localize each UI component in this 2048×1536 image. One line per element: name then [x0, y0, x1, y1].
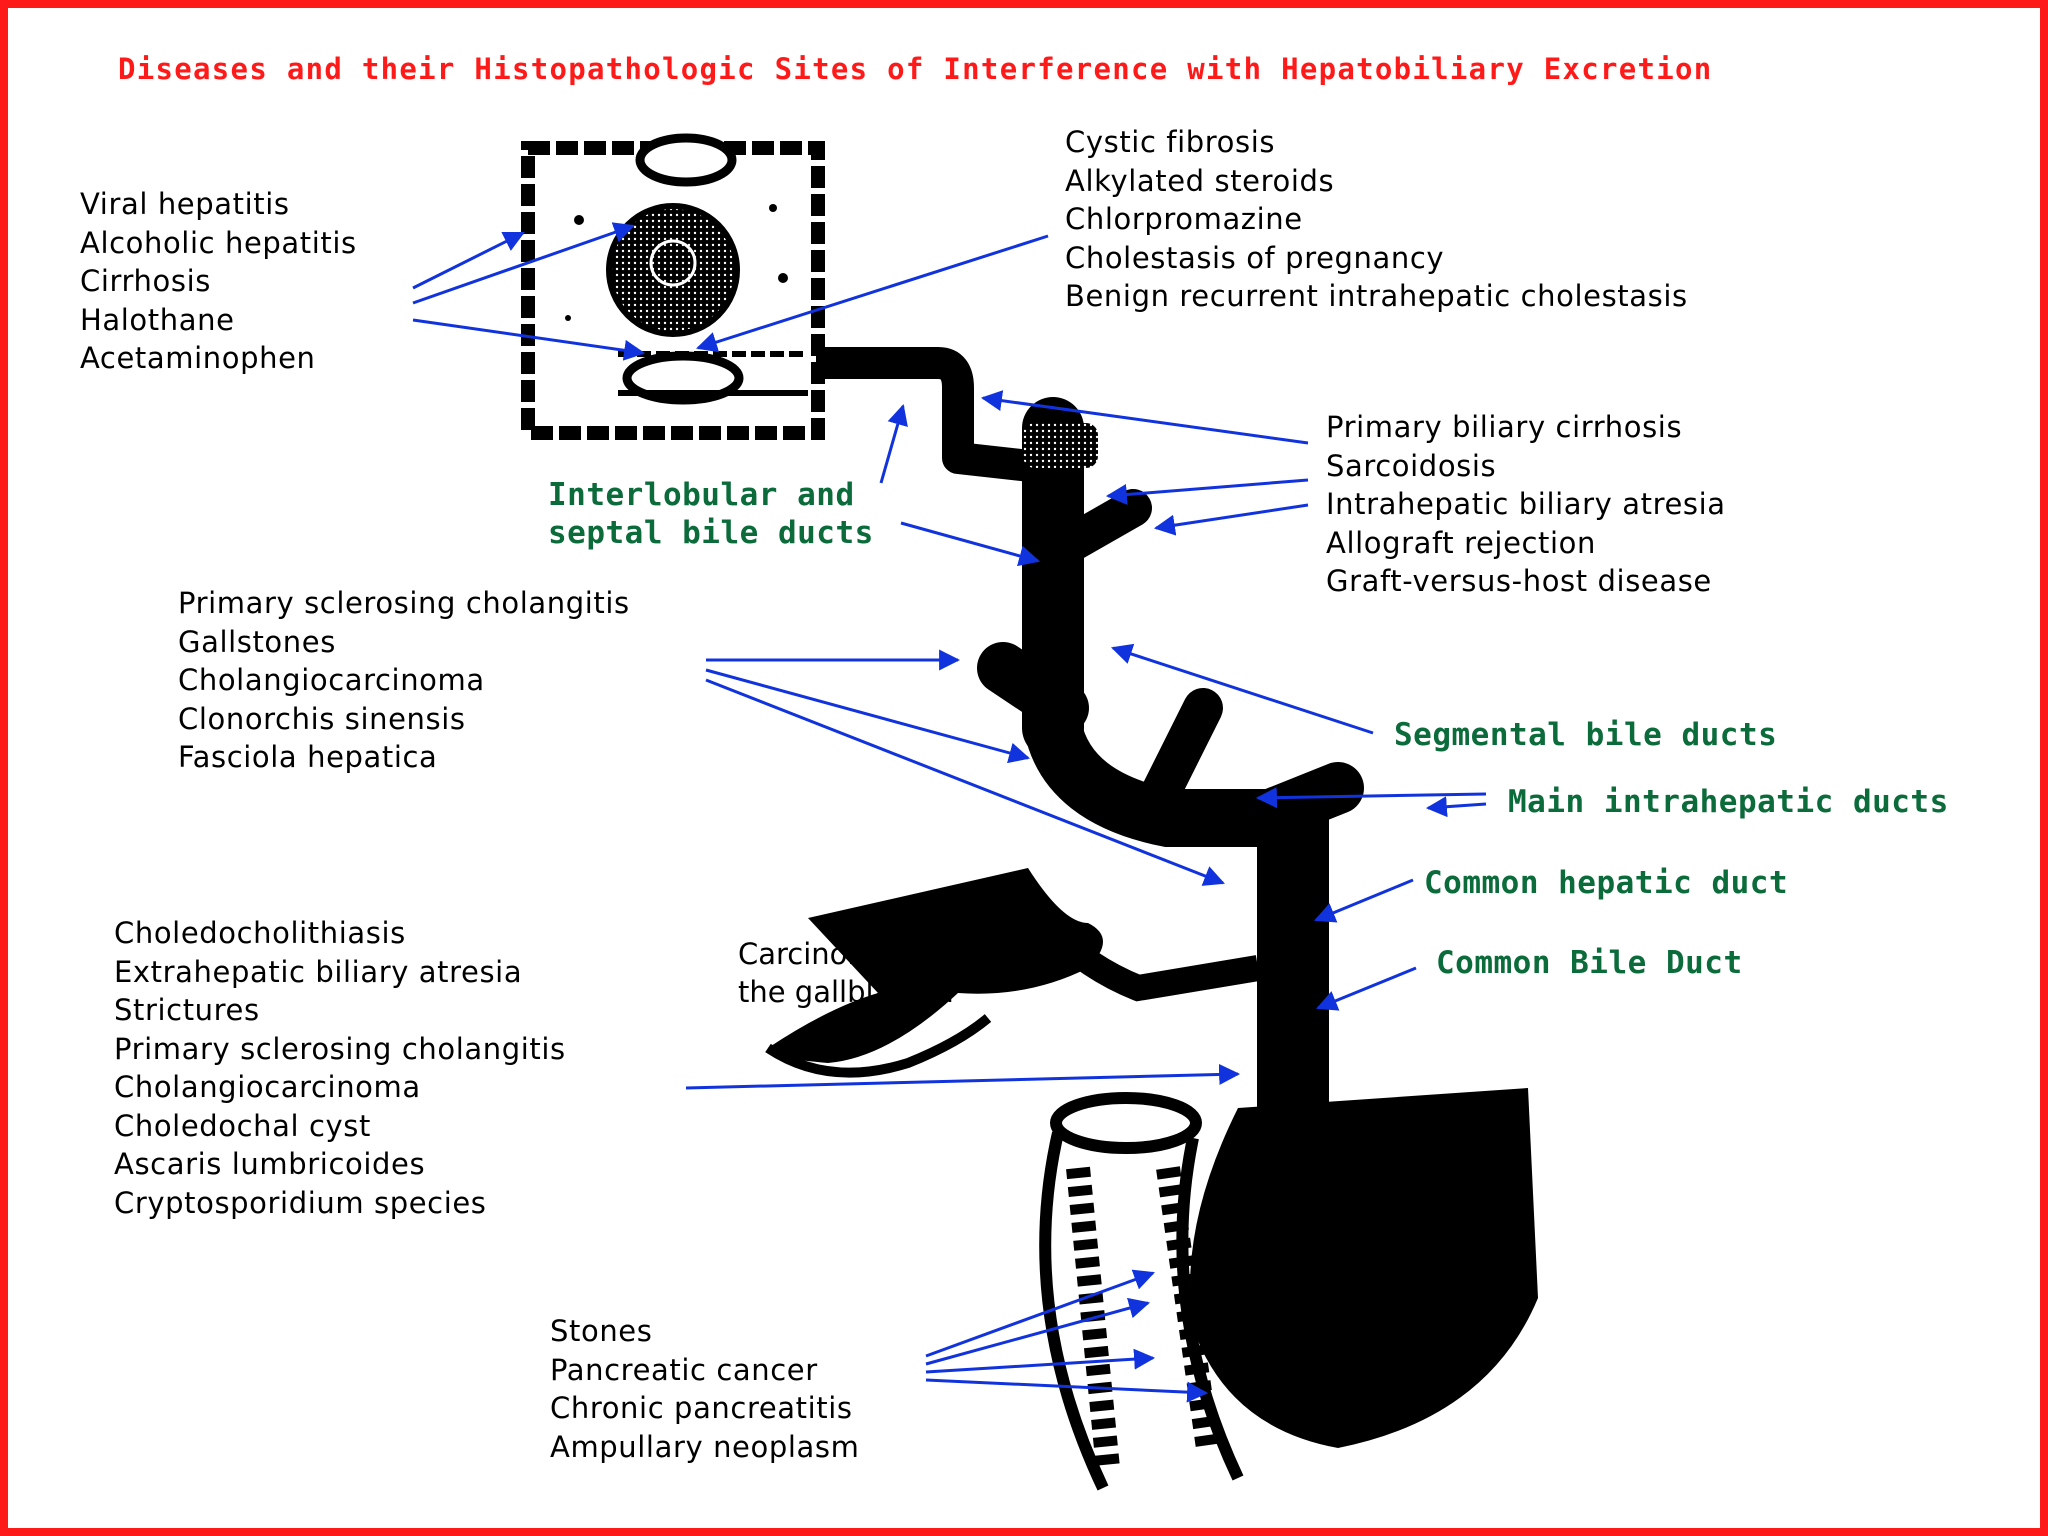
disease-item: Benign recurrent intrahepatic cholestasi… [1065, 279, 1688, 313]
label-interlobular-line-2: septal bile ducts [548, 515, 874, 551]
disease-item: Pancreatic cancer [550, 1352, 818, 1387]
arrow-interlobular-3 [1153, 503, 1309, 536]
hepatocyte [521, 133, 825, 440]
disease-item: Cirrhosis [80, 264, 211, 298]
disease-item: Graft-versus-host disease [1326, 564, 1712, 598]
arrow-canaliculus [695, 234, 1049, 353]
arrow-septal-2 [900, 521, 1041, 567]
arrow-segmental [1111, 643, 1374, 735]
arrow-hepatocyte-2 [412, 222, 635, 305]
disease-item: Alcoholic hepatitis [80, 225, 357, 260]
label-gallbladder-line-2: the gallbladder [738, 975, 958, 1009]
label-common-bile-duct: Common Bile Duct [1436, 945, 1743, 981]
disease-item: Intrahepatic biliary atresia [1326, 487, 1726, 521]
label-gallbladder-line-1: Carcinoma of [738, 937, 931, 971]
arrow-ampulla-2 [925, 1297, 1151, 1366]
arrow-common-hepatic [1314, 878, 1414, 923]
pointer-arrows [412, 222, 1487, 1403]
arrow-common-bile [1316, 966, 1417, 1011]
disease-item: Allograft rejection [1326, 525, 1597, 560]
arrow-hepatocyte-3 [412, 318, 646, 361]
disease-item: Chronic pancreatitis [550, 1391, 853, 1425]
disease-item: Cholangiocarcinoma [178, 663, 485, 697]
arrow-extrahepatic [685, 1063, 1241, 1090]
disease-item: Cystic fibrosis [1065, 125, 1276, 159]
disease-item: Chlorpromazine [1065, 202, 1303, 236]
disease-item: Viral hepatitis [80, 187, 290, 221]
gallbladder [765, 868, 1103, 1078]
disease-item: Acetaminophen [80, 341, 316, 375]
arrow-hepatocyte-1 [412, 231, 525, 290]
disease-item: Alkylated steroids [1065, 163, 1335, 198]
label-common-hepatic-duct: Common hepatic duct [1424, 865, 1789, 901]
arrow-ampulla-3 [925, 1348, 1156, 1374]
disease-item: Strictures [114, 993, 260, 1027]
disease-item: Clonorchis sinensis [178, 701, 466, 736]
disease-item: Stones [550, 1314, 653, 1348]
arrow-intrahepatic-3 [705, 678, 1225, 886]
label-gallbladder-carcinoma: Carcinoma of the gallbladder [738, 935, 958, 1011]
page-title: Diseases and their Histopathologic Sites… [118, 52, 1713, 86]
arrow-interlobular-2 [1105, 478, 1309, 505]
label-interlobular-line-1: Interlobular and [548, 477, 855, 513]
arrow-septal-1 [879, 403, 908, 484]
pancreas-head [1190, 1088, 1538, 1448]
label-segmental-ducts: Segmental bile ducts [1394, 717, 1778, 753]
disease-item: Cholangiocarcinoma [114, 1070, 421, 1104]
nucleus [565, 203, 788, 337]
arrow-ampulla-4 [925, 1378, 1209, 1403]
arrow-ampulla-1 [925, 1269, 1155, 1358]
disease-item: Cholestasis of pregnancy [1065, 240, 1445, 275]
disease-item: Choledocholithiasis [114, 916, 406, 950]
disease-item: Choledochal cyst [114, 1108, 371, 1143]
disease-item: Primary sclerosing cholangitis [114, 1031, 566, 1066]
disease-item: Ampullary neoplasm [550, 1429, 860, 1464]
disease-item: Primary biliary cirrhosis [1326, 410, 1683, 444]
disease-item: Cryptosporidium species [114, 1185, 487, 1220]
arrow-main-intrahepatic-1 [1255, 787, 1487, 809]
disease-item: Fasciola hepatica [178, 740, 438, 774]
label-main-intrahepatic-ducts: Main intrahepatic ducts [1508, 784, 1949, 820]
disease-item: Halothane [80, 302, 235, 337]
biliary-diagram [412, 133, 1538, 1491]
disease-item: Extrahepatic biliary atresia [114, 954, 523, 989]
arrow-main-intrahepatic-2 [1425, 796, 1487, 818]
disease-item: Ascaris lumbricoides [114, 1147, 426, 1181]
disease-item: Sarcoidosis [1326, 448, 1497, 483]
arrow-intrahepatic-2 [705, 668, 1031, 764]
disease-item: Gallstones [178, 624, 336, 659]
disease-item: Primary sclerosing cholangitis [178, 586, 630, 620]
label-interlobular-septal-ducts: Interlobular and septal bile ducts [548, 476, 874, 552]
arrow-interlobular-1 [980, 390, 1309, 445]
